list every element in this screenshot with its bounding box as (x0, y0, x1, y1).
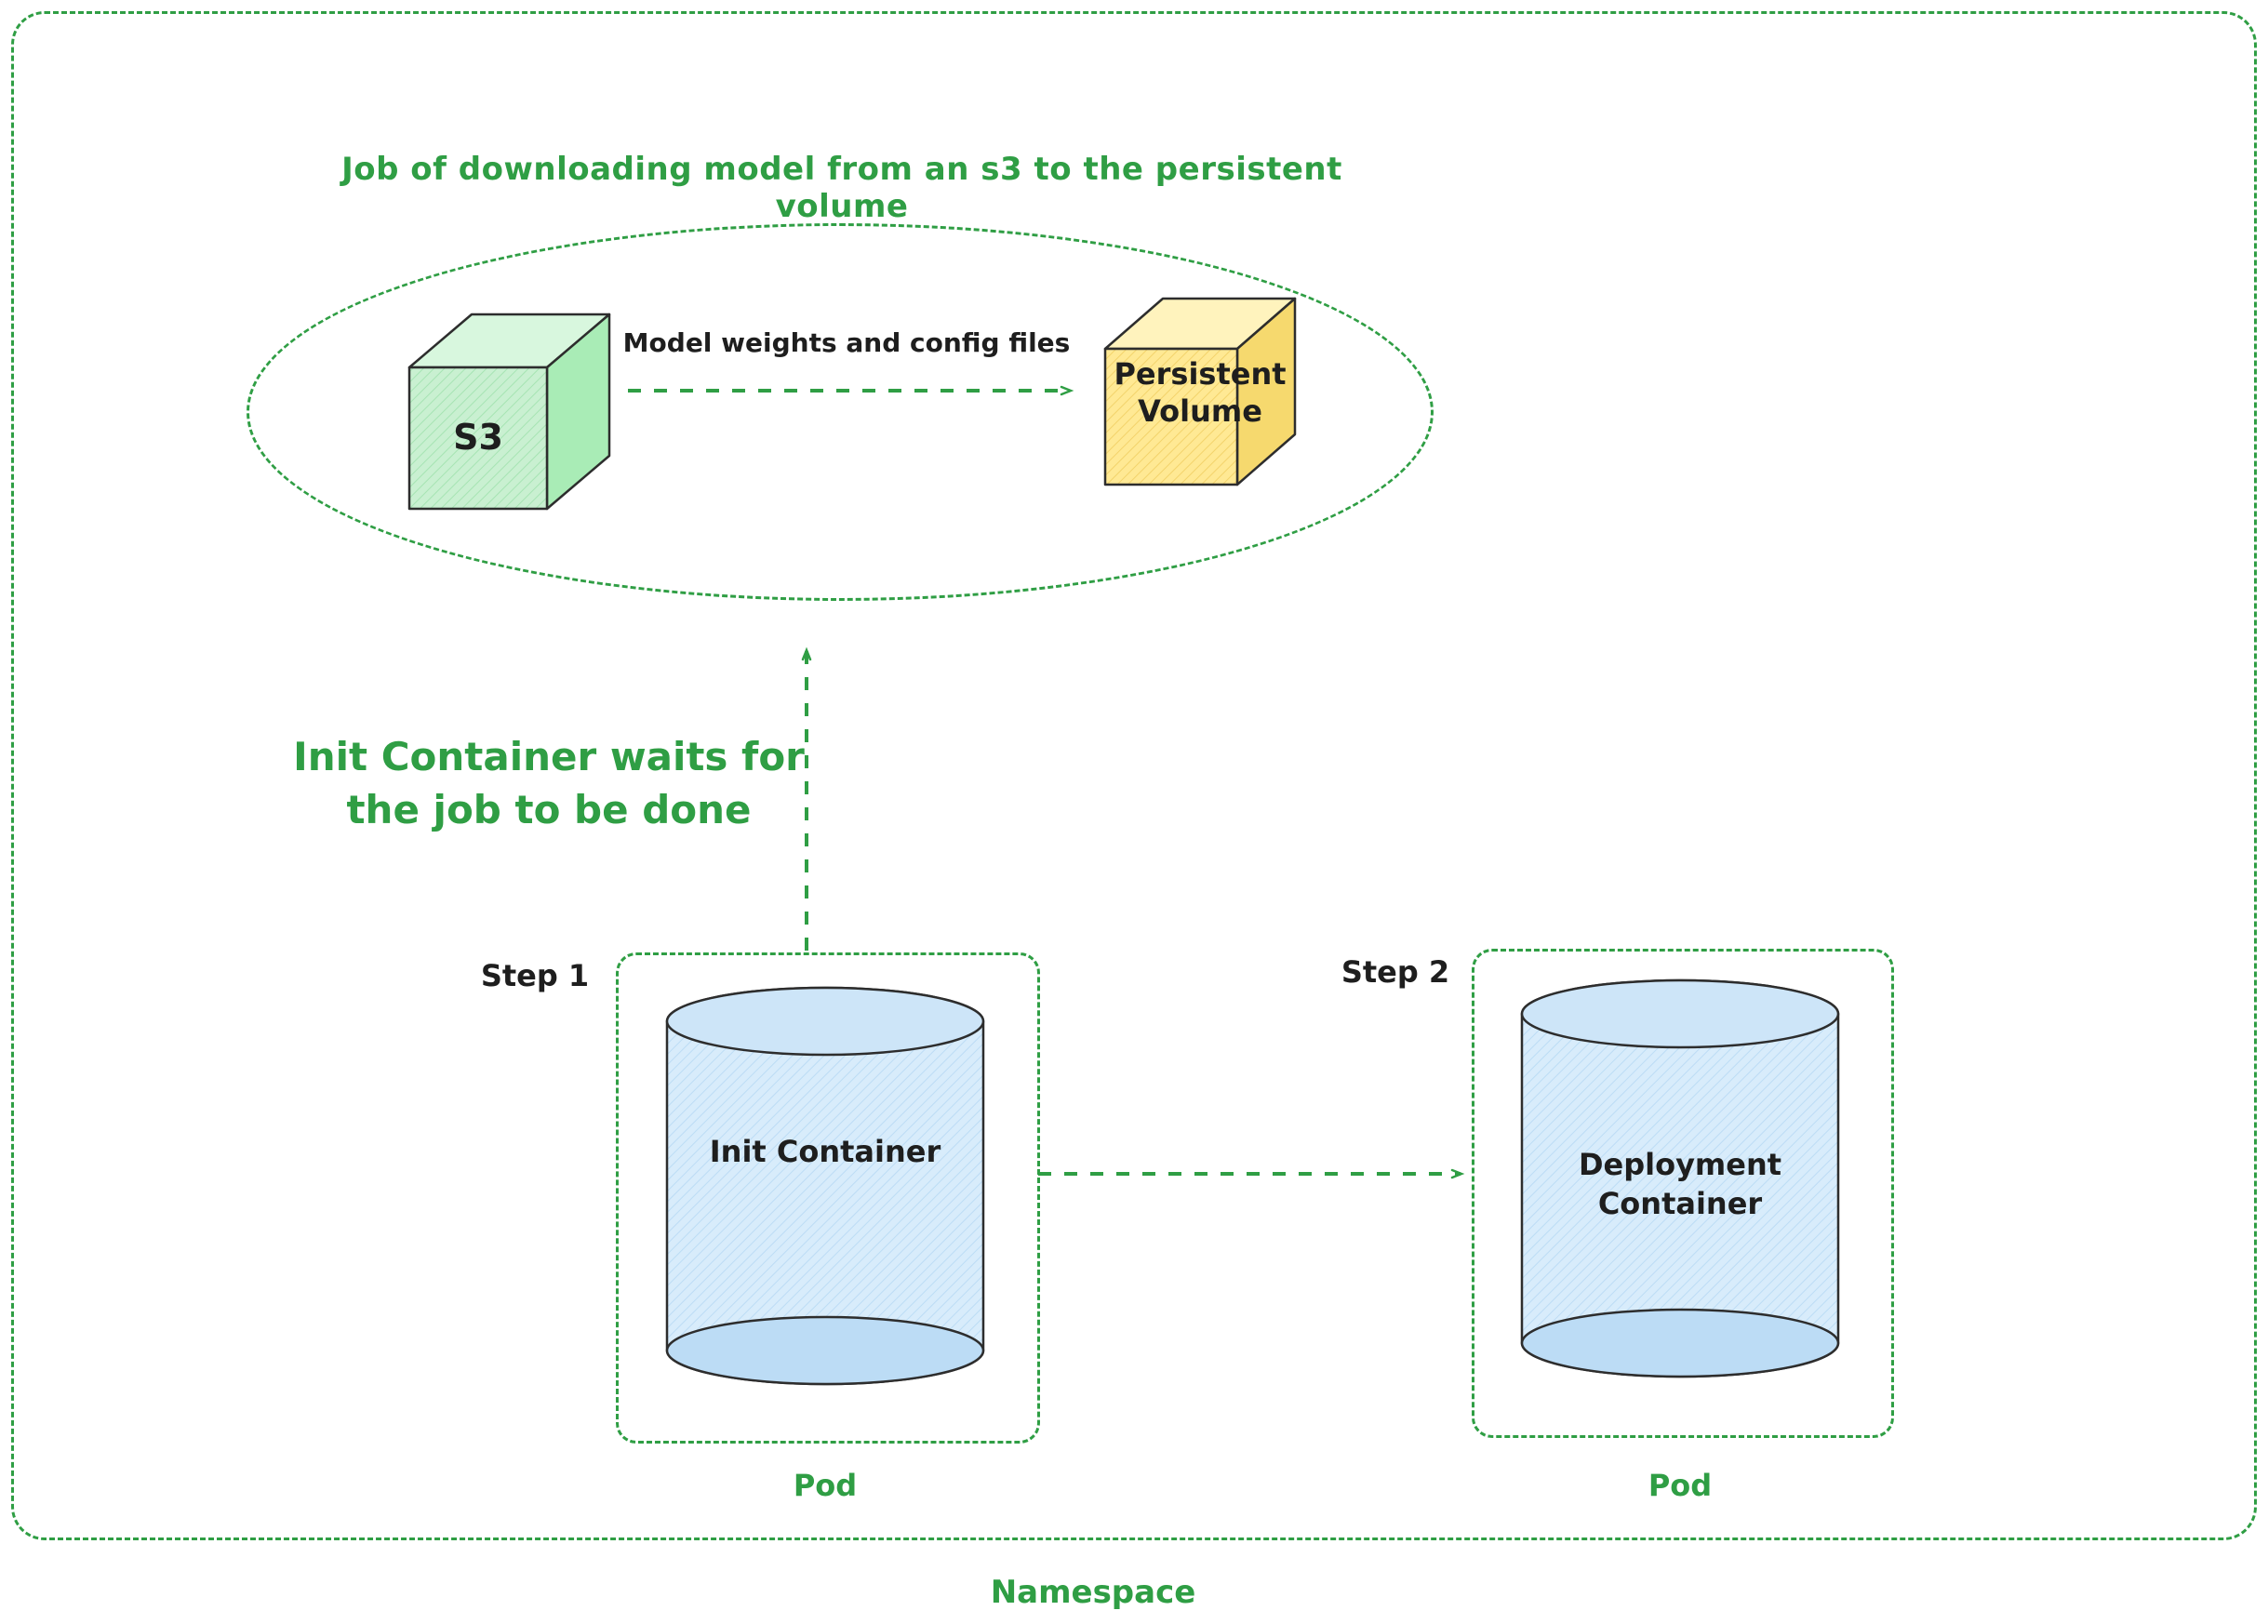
job-ellipse (247, 223, 1434, 601)
deployment-container-label: Deployment Container (1578, 1147, 1782, 1221)
step1-label: Step 1 (480, 958, 590, 993)
namespace-boundary (11, 11, 2257, 1540)
job-title: Job of downloading model from an s3 to t… (341, 151, 1342, 225)
namespace-label: Namespace (990, 1574, 1196, 1611)
init-container-label: Init Container (709, 1134, 941, 1169)
pod-label-left: Pod (793, 1468, 858, 1503)
deployment-container-cylinder (1520, 978, 1840, 1378)
transfer-arrow-label: Model weights and config files (622, 327, 1071, 358)
init-container-cylinder (665, 986, 985, 1386)
pod-box-deployment (1472, 949, 1894, 1438)
persistent-volume-label: Persistent Volume (1114, 356, 1287, 429)
pod-label-right: Pod (1648, 1468, 1713, 1503)
pod-box-init (616, 952, 1040, 1444)
step2-label: Step 2 (1341, 954, 1450, 990)
s3-cube (407, 313, 611, 511)
persistent-volume-cube (1103, 297, 1297, 486)
s3-label: S3 (453, 417, 503, 458)
wait-note: Init Container waits for the job to be d… (293, 734, 805, 832)
